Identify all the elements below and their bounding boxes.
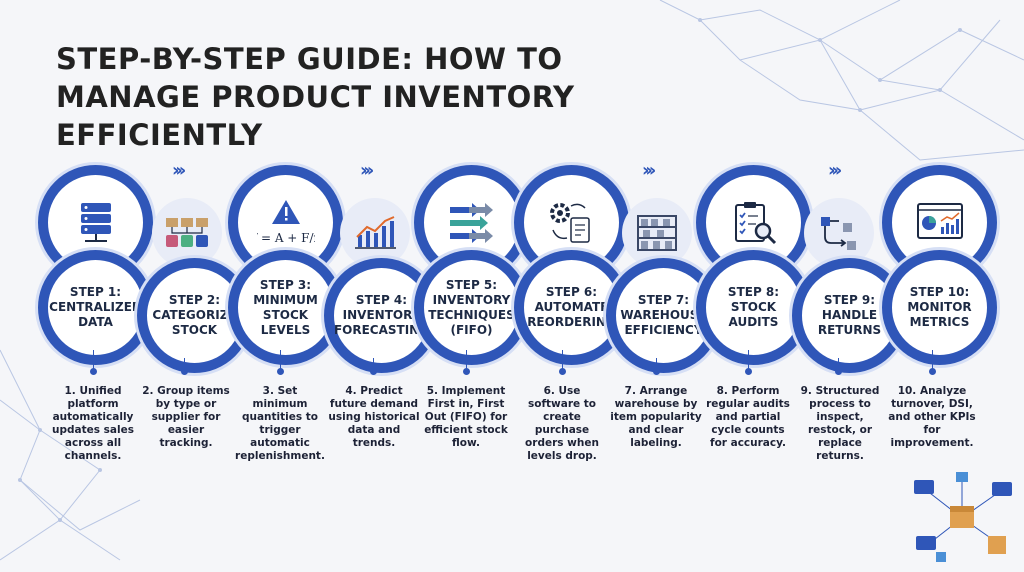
step-description: 4. Predict future demand using historica…	[328, 385, 420, 449]
step-label: STEP 1: CENTRALIZED DATA	[38, 250, 153, 365]
connector-line	[835, 358, 842, 375]
step-description: 5. Implement First in, First Out (FIFO) …	[424, 385, 508, 449]
connector-line	[929, 350, 936, 375]
step-description: 9. Structured process to inspect, restoc…	[800, 385, 880, 462]
step-description: 1. Unified platform automatically update…	[52, 385, 134, 462]
connector-line	[181, 358, 188, 375]
step-label: STEP 4: INVENTORY FORECASTING	[324, 258, 439, 373]
page-title: STEP-BY-STEP GUIDE: HOW TO MANAGE PRODUC…	[56, 42, 575, 152]
returns-flow-icon	[804, 198, 874, 268]
step-label: STEP 3: MINIMUM STOCK LEVELS	[228, 250, 343, 365]
step-description: 10. Analyze turnover, DSI, and other KPI…	[888, 385, 976, 449]
connector-line	[90, 350, 97, 375]
connector-line	[277, 350, 284, 375]
connector-line	[370, 358, 377, 375]
formula-text: f = A + F/r	[257, 231, 315, 245]
connector-line	[463, 350, 470, 375]
network-illustration	[914, 472, 1012, 562]
folders-icon	[152, 198, 222, 268]
step-description: 8. Perform regular audits and partial cy…	[706, 385, 790, 449]
connector-line	[653, 358, 660, 375]
step-description: 3. Set minimum quantities to trigger aut…	[235, 385, 325, 462]
step-label: STEP 5: INVENTORY TECHNIQUES (FIFO)	[414, 250, 529, 365]
step-description: 6. Use software to create purchase order…	[525, 385, 599, 462]
trend-chart-icon	[340, 198, 410, 268]
connector-line	[559, 350, 566, 375]
step-label: STEP 10: MONITOR METRICS	[882, 250, 997, 365]
connector-line	[745, 350, 752, 375]
step-description: 2. Group items by type or supplier for e…	[142, 385, 230, 449]
warehouse-shelves-icon	[622, 198, 692, 268]
step-description: 7. Arrange warehouse by item popularity …	[610, 385, 702, 449]
